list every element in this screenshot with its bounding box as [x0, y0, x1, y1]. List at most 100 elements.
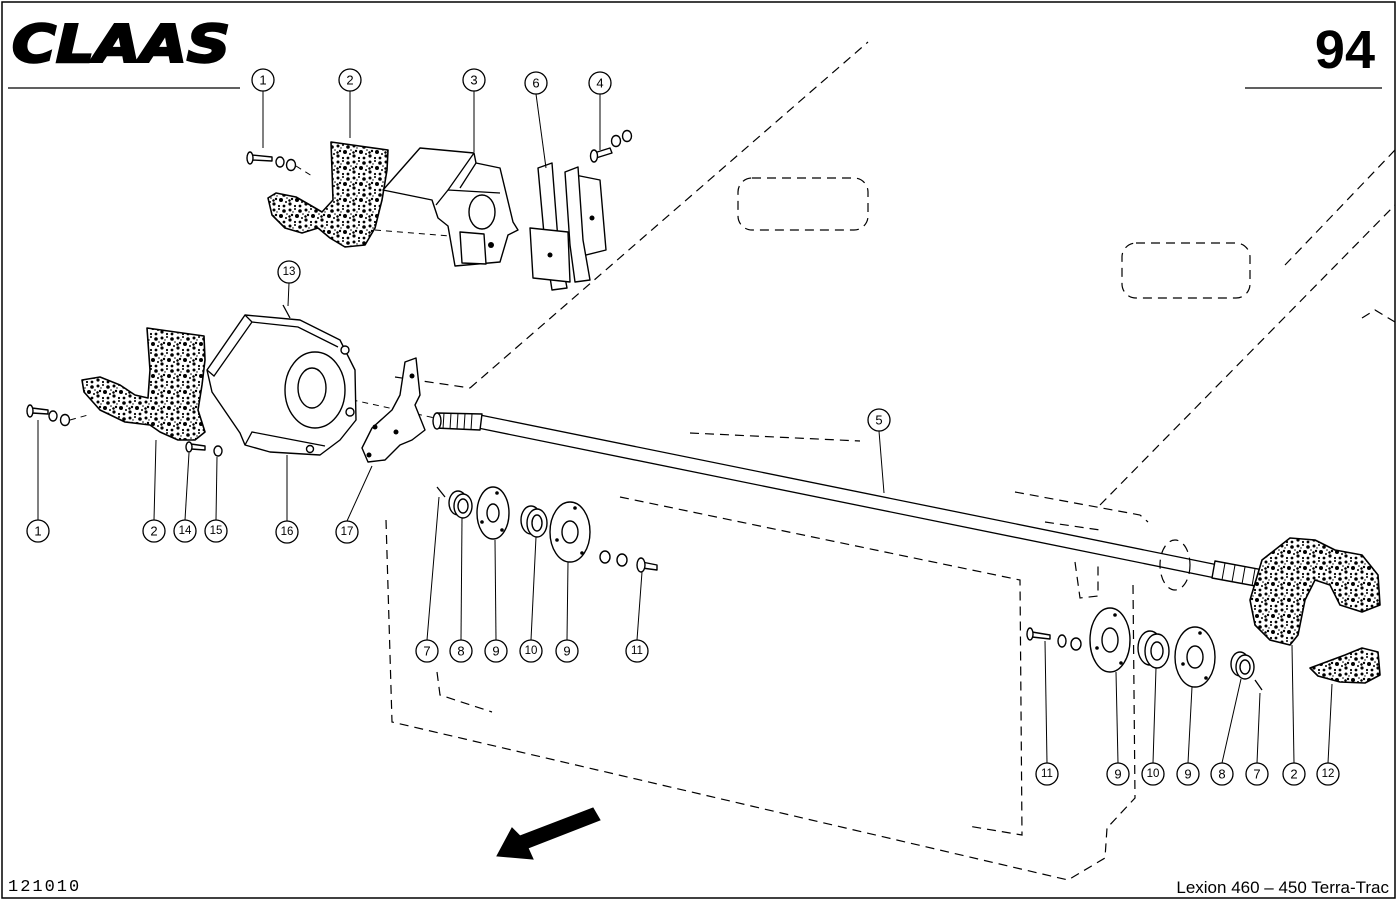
callout: 2 — [142, 439, 166, 543]
bearing-set-right — [1026, 537, 1381, 691]
callout-leader — [1152, 667, 1157, 764]
callout-leader — [1187, 686, 1193, 764]
callout-group-center: 7 8 9 10 9 11 — [415, 496, 649, 663]
bolt-head — [1026, 627, 1034, 641]
callout-number: 7 — [423, 644, 430, 659]
callout-leader — [494, 539, 497, 641]
callout-circle — [26, 519, 50, 543]
callout-number: 9 — [563, 644, 570, 659]
callout: 9 — [1176, 686, 1200, 786]
callout-circle — [1106, 762, 1130, 786]
callout: 9 — [1106, 671, 1130, 786]
washer — [1057, 634, 1067, 648]
callout-circle — [1316, 762, 1340, 786]
flange-bore — [1101, 627, 1119, 653]
callout: 11 — [1035, 640, 1059, 786]
small-bracket — [1309, 647, 1381, 684]
callout-circle — [277, 260, 301, 284]
outline-edge — [1044, 521, 1101, 531]
outline-edge — [394, 376, 471, 389]
bearing-set-left — [436, 486, 658, 573]
callout-leader — [287, 282, 290, 307]
callout-number: 15 — [210, 525, 223, 537]
callout-circle — [338, 68, 362, 92]
model-name: Lexion 460 – 450 Terra-Trac — [1176, 878, 1389, 897]
callout-number: 8 — [457, 644, 464, 659]
plate-hole — [589, 215, 595, 221]
callout-number: 4 — [596, 76, 603, 91]
bolt — [185, 441, 206, 453]
callout-number: 2 — [150, 524, 157, 539]
callout: 7 — [415, 496, 440, 663]
callout-leader — [1291, 644, 1295, 764]
callout-circle — [275, 520, 299, 544]
callout-circle — [1282, 762, 1306, 786]
callout: 10 — [519, 536, 543, 663]
flange-bore — [486, 503, 500, 523]
callout-leader — [566, 561, 569, 641]
housing-bore — [297, 367, 327, 409]
nut — [621, 129, 633, 143]
callout-number: 1 — [259, 73, 266, 88]
callout-number: 9 — [1114, 767, 1121, 782]
outline-edge — [1284, 149, 1396, 266]
flange-hole — [1095, 646, 1099, 650]
callout-leader — [346, 465, 373, 522]
callout-number: 17 — [341, 526, 354, 538]
callout-leader — [530, 536, 537, 641]
callout: 16 — [275, 455, 299, 544]
housing-bore — [468, 194, 496, 230]
callout-leader — [1327, 683, 1333, 764]
callout: 15 — [204, 456, 228, 543]
outline-edge — [689, 432, 861, 442]
bearing-bore — [1150, 641, 1164, 661]
plate-hole — [393, 429, 399, 435]
callout-number: 13 — [283, 266, 296, 278]
callout: 9 — [555, 561, 579, 663]
plate-hole — [547, 252, 553, 258]
washer — [48, 410, 58, 422]
callout: 3 — [462, 68, 486, 152]
outline-edge — [1106, 584, 1136, 829]
guard-plate-right — [1249, 537, 1381, 646]
direction-arrow — [496, 807, 601, 860]
shaft-edge — [477, 427, 1226, 581]
callout-number: 12 — [1322, 768, 1335, 780]
bolt-head — [636, 557, 646, 573]
callout-circle — [449, 639, 473, 663]
callout-circle — [251, 68, 275, 92]
callout-circle — [625, 639, 649, 663]
callout-circle — [335, 520, 359, 544]
guard-plate-left — [81, 327, 206, 441]
bolt-head — [589, 149, 599, 163]
callout-leader — [460, 517, 463, 641]
washer — [213, 445, 223, 457]
callout-number: 5 — [875, 413, 882, 428]
callout-leader — [636, 571, 643, 641]
plate-hole — [409, 373, 415, 379]
callout-leader — [426, 496, 440, 641]
flange-hole — [1198, 631, 1202, 635]
flange-hole — [495, 491, 499, 495]
callout-circle — [1141, 762, 1165, 786]
flange-hole — [1119, 661, 1123, 665]
bolt-shank — [1031, 631, 1051, 640]
callout: 5 — [867, 408, 891, 494]
upper-assembly — [246, 129, 633, 291]
callout-number: 14 — [179, 525, 192, 537]
callout: 10 — [1141, 667, 1165, 786]
screw — [436, 486, 446, 498]
pin — [282, 304, 291, 319]
flange-hole — [500, 528, 504, 532]
flange-hole — [480, 520, 484, 524]
callout-number: 9 — [492, 644, 499, 659]
housing-edge — [206, 314, 339, 377]
callout: 8 — [1210, 678, 1242, 786]
callout-group-top: 1 2 3 6 4 — [251, 68, 612, 169]
bolt-shank — [31, 407, 49, 415]
flange-bore — [1186, 645, 1204, 669]
callout-leader — [1221, 678, 1242, 764]
mounting-plate — [564, 166, 591, 283]
callout-leader — [1256, 692, 1261, 764]
